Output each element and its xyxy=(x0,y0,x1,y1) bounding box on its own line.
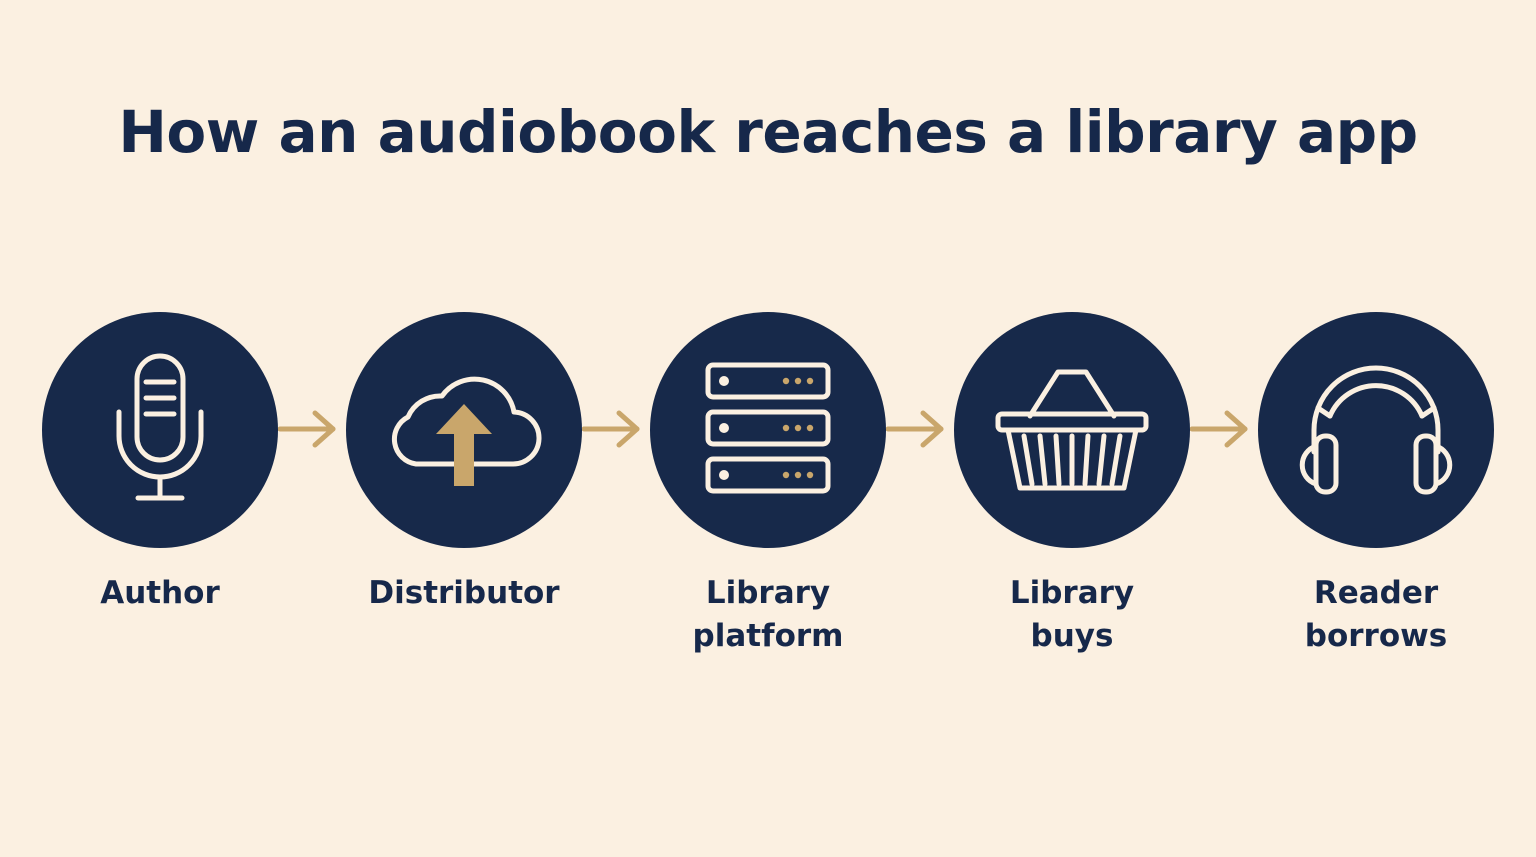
diagram-title: How an audiobook reaches a library app xyxy=(118,98,1418,166)
step-library-platform-node xyxy=(650,312,886,548)
step-label: Library buys xyxy=(1009,575,1135,654)
shopping-basket-icon xyxy=(995,369,1149,491)
step-library-buys-node xyxy=(954,312,1190,548)
arrow-platform-to-buys xyxy=(886,410,944,448)
step-label: Reader borrows xyxy=(1304,575,1448,654)
arrow-buys-to-borrows xyxy=(1190,410,1248,448)
microphone-icon xyxy=(116,353,204,501)
arrow-distributor-to-platform xyxy=(582,410,640,448)
cloud-upload-icon xyxy=(391,376,542,486)
step-distributor-node xyxy=(346,312,582,548)
step-reader-borrows-node xyxy=(1258,312,1494,548)
server-stack-icon xyxy=(705,362,831,494)
step-label: Author xyxy=(100,575,220,611)
headphones-icon xyxy=(1299,365,1453,495)
step-author-node xyxy=(42,312,278,548)
step-label: Distributor xyxy=(368,575,560,611)
step-label: Library platform xyxy=(692,575,844,654)
arrow-author-to-distributor xyxy=(278,410,336,448)
